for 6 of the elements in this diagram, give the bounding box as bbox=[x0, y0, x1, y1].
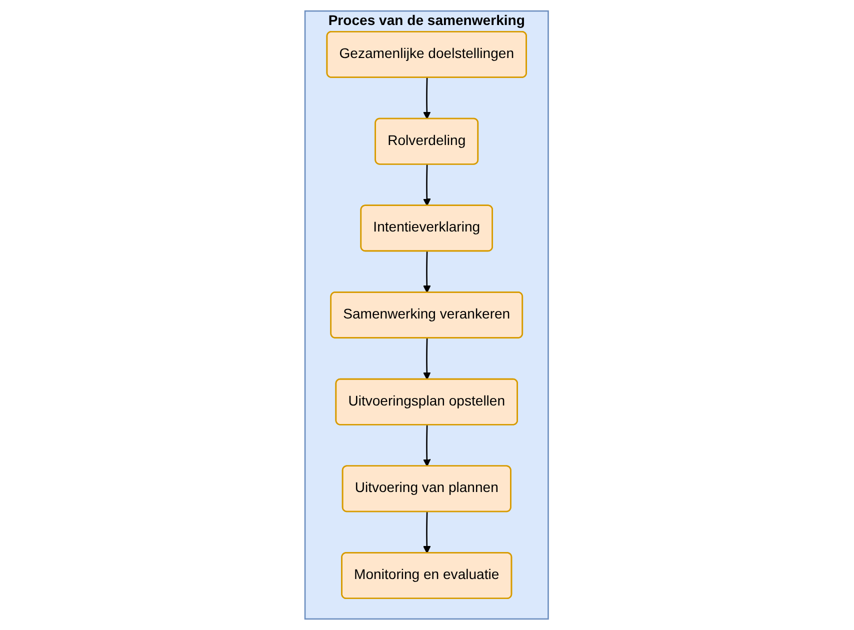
arrow bbox=[423, 425, 432, 467]
arrow bbox=[423, 78, 432, 120]
arrow bbox=[423, 338, 432, 380]
arrow bbox=[423, 251, 432, 293]
arrow bbox=[423, 512, 432, 554]
arrow bbox=[423, 164, 432, 206]
